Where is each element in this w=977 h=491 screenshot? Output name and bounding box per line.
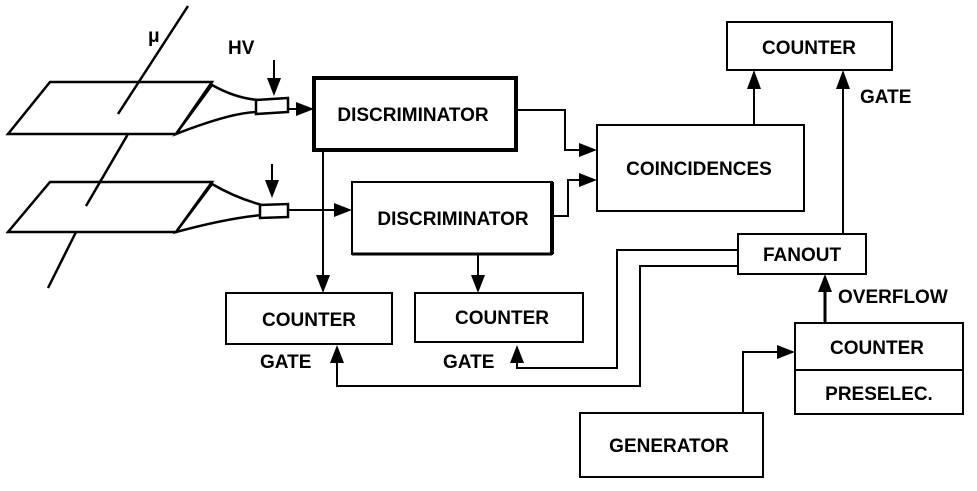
fanout-label: FANOUT (763, 245, 842, 266)
counter-left-label: COUNTER (262, 310, 356, 331)
detector-top (5, 80, 290, 137)
wire-pmt-bottom-to-discriminator (288, 203, 352, 217)
gate-left-label: GATE (260, 352, 311, 373)
wire-coincidences-to-counter-top (747, 70, 761, 125)
wire-fanout-to-counter-top-gate (836, 70, 850, 234)
discriminator-top-box: DISCRIMINATOR (312, 76, 518, 152)
preselect-label: PRESELEC. (825, 384, 933, 405)
wire-discriminator-top-to-counter-left (316, 150, 330, 293)
coincidences-box: COINCIDENCES (596, 124, 805, 212)
discriminator-bottom-label: DISCRIMINATOR (377, 209, 529, 230)
wire-discriminator-bottom-to-coincidences (552, 173, 597, 217)
counter-left-box: COUNTER (225, 292, 393, 345)
discriminator-top-label: DISCRIMINATOR (337, 105, 489, 126)
muon-track (46, 5, 190, 289)
wire-pmt-top-to-discriminator (288, 102, 314, 116)
coincidences-label: COINCIDENCES (626, 159, 772, 180)
gate-middle-label: GATE (443, 352, 494, 373)
wire-discriminator-bottom-to-counter-middle (471, 254, 485, 293)
counter-preselect-label: COUNTER (830, 338, 924, 359)
counter-middle-box: COUNTER (414, 292, 584, 343)
muon-label: μ (148, 26, 160, 47)
generator-box: GENERATOR (579, 412, 764, 478)
wire-overflow-to-fanout (818, 274, 832, 323)
scintillator-top (5, 80, 215, 136)
wire-fanout-to-gate-left (330, 265, 738, 387)
discriminator-bottom-box: DISCRIMINATOR (351, 181, 554, 256)
counter-middle-label: COUNTER (455, 308, 549, 329)
scintillator-bottom (5, 180, 215, 234)
wire-discriminator-top-to-coincidences (516, 109, 597, 157)
pmt-top (254, 96, 290, 116)
fanout-box: FANOUT (737, 233, 867, 275)
wire-fanout-to-gate-middle (510, 249, 738, 369)
gate-top-label: GATE (860, 87, 911, 108)
overflow-label: OVERFLOW (838, 287, 948, 308)
detector-bottom (5, 180, 290, 235)
wire-generator-to-counter-preselect (742, 345, 795, 413)
hv-arrow-top (267, 60, 281, 96)
counter-top-label: COUNTER (762, 38, 856, 59)
hv-arrow-bottom (265, 164, 279, 198)
counter-preselect-box: COUNTER PRESELEC. (794, 322, 964, 415)
hv-label: HV (228, 38, 255, 59)
counter-top-box: COUNTER (726, 21, 893, 71)
pmt-bottom (258, 202, 290, 220)
generator-label: GENERATOR (609, 436, 729, 457)
